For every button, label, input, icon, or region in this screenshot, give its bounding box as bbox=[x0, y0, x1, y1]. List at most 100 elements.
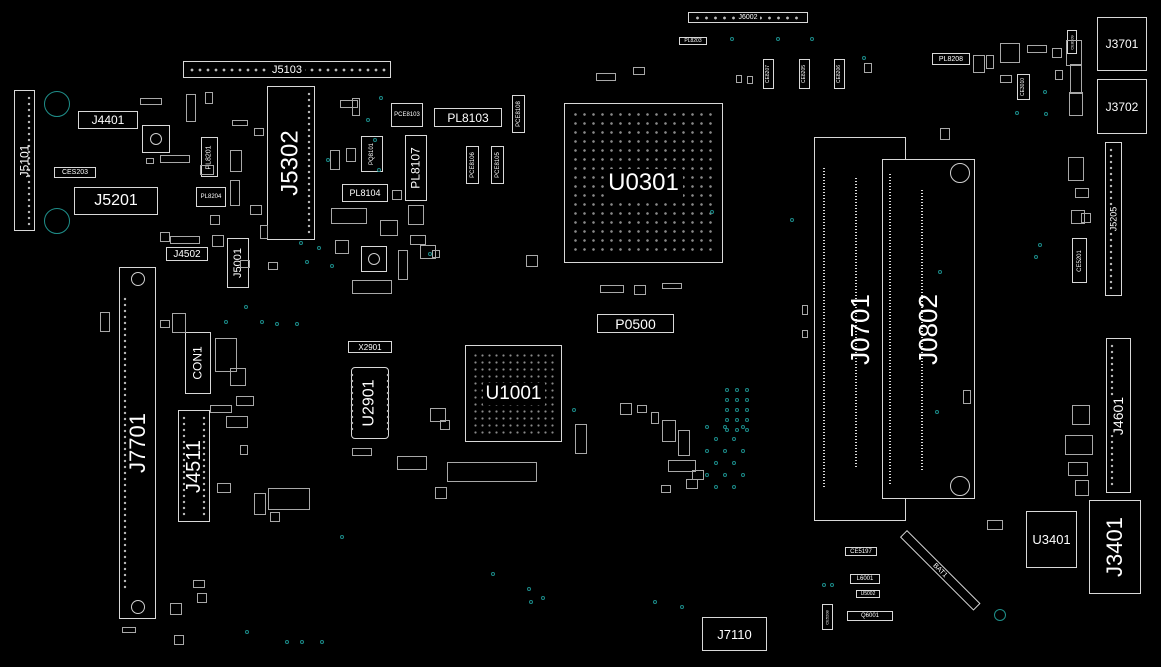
connector-p0500[interactable]: P0500 bbox=[597, 314, 674, 333]
connector-j4502[interactable]: J4502 bbox=[166, 247, 208, 261]
connector-j6002[interactable]: J6002 bbox=[688, 12, 808, 23]
inductor-pl8208[interactable]: PL8208 bbox=[932, 53, 970, 65]
smd-pad bbox=[1052, 48, 1062, 58]
connector-j4601[interactable]: J4601 bbox=[1106, 338, 1131, 493]
smd-pad bbox=[410, 235, 426, 245]
capacitor-ce5197[interactable]: CE5197 bbox=[845, 547, 877, 556]
capacitor-ce8205[interactable]: CE8205 bbox=[799, 59, 810, 89]
smd-pad bbox=[1070, 64, 1082, 94]
memory-slot-j0802[interactable]: J0802 bbox=[882, 159, 975, 499]
connector-j5001[interactable]: J5001 bbox=[227, 238, 249, 288]
transistor-q6001[interactable]: Q6001 bbox=[847, 611, 893, 621]
connector-j7701[interactable]: J7701 bbox=[119, 267, 156, 619]
chip-u3401[interactable]: U3401 bbox=[1026, 511, 1077, 568]
capacitor-pce8103[interactable]: PCE8103 bbox=[391, 103, 423, 127]
chip-u5002[interactable]: U5002 bbox=[856, 590, 880, 598]
smd-pad bbox=[340, 100, 358, 108]
via bbox=[653, 600, 657, 604]
via bbox=[373, 138, 377, 142]
via bbox=[1043, 90, 1047, 94]
capacitor-pce8108[interactable]: PCE8108 bbox=[512, 95, 525, 133]
connector-j5205[interactable]: J5205 bbox=[1105, 142, 1122, 296]
via bbox=[572, 408, 576, 412]
smd-pad bbox=[432, 250, 440, 258]
smd-pad bbox=[160, 155, 190, 163]
via bbox=[725, 398, 729, 402]
inductor-pl8107[interactable]: PL8107 bbox=[405, 135, 427, 201]
small-label-pl8203[interactable]: PL8203 bbox=[679, 37, 707, 45]
via bbox=[745, 428, 749, 432]
capacitor-pce8106[interactable]: PCE8106 bbox=[466, 146, 479, 184]
via bbox=[735, 428, 739, 432]
capacitor-ce8206[interactable]: CE8206 bbox=[834, 59, 845, 89]
via bbox=[1038, 243, 1042, 247]
connector-j7110[interactable]: J7110 bbox=[702, 617, 767, 651]
via bbox=[705, 425, 709, 429]
smd-pad bbox=[1069, 92, 1083, 116]
inductor-pl8204[interactable]: PL8204 bbox=[196, 187, 226, 207]
transistor-pq8101[interactable]: PQ8101 bbox=[361, 136, 383, 172]
capacitor-ces203[interactable]: CES203 bbox=[54, 167, 96, 178]
smd-pad bbox=[205, 92, 213, 104]
capacitor-ce5208[interactable]: CE5208 bbox=[822, 604, 833, 630]
smd-pad bbox=[230, 180, 240, 206]
capacitor-ce8209[interactable]: CE8209 bbox=[1067, 30, 1077, 54]
connector-j5302[interactable]: J5302 bbox=[267, 86, 315, 240]
switch-component[interactable] bbox=[142, 125, 170, 153]
via bbox=[300, 640, 304, 644]
smd-pad bbox=[1075, 480, 1089, 496]
connector-j4401[interactable]: J4401 bbox=[78, 111, 138, 129]
crystal-x2901[interactable]: X2901 bbox=[348, 341, 392, 353]
via bbox=[330, 264, 334, 268]
connector-con1[interactable]: CON1 bbox=[185, 332, 211, 394]
connector-j5101[interactable]: J5101 bbox=[14, 90, 35, 231]
smd-pad bbox=[170, 603, 182, 615]
smd-pad bbox=[240, 445, 248, 455]
inductor-pl8104[interactable]: PL8104 bbox=[342, 184, 388, 202]
chip-u0301[interactable]: U0301 bbox=[564, 103, 723, 263]
connector-j3701[interactable]: J3701 bbox=[1097, 17, 1147, 71]
connector-j5201[interactable]: J5201 bbox=[74, 187, 158, 215]
smd-pad bbox=[270, 512, 280, 522]
capacitor-ce3010[interactable]: CE3010 bbox=[1017, 74, 1030, 100]
connector-j4511[interactable]: J4511 bbox=[178, 410, 210, 522]
inductor-l6001[interactable]: L6001 bbox=[850, 574, 880, 584]
square-ic-power[interactable] bbox=[361, 246, 387, 272]
smd-pad bbox=[236, 396, 254, 406]
smd-pad bbox=[331, 208, 367, 224]
connector-j3401[interactable]: J3401 bbox=[1089, 500, 1141, 594]
smd-pad bbox=[160, 232, 170, 242]
via bbox=[245, 630, 249, 634]
via bbox=[745, 408, 749, 412]
via bbox=[1034, 255, 1038, 259]
chip-u1001[interactable]: U1001 bbox=[465, 345, 562, 442]
via bbox=[723, 473, 727, 477]
smd-pad bbox=[232, 120, 248, 126]
inductor-pl8201[interactable]: PL8201 bbox=[201, 137, 218, 177]
smd-pad bbox=[146, 158, 154, 164]
via bbox=[745, 398, 749, 402]
battery-bat1[interactable]: BAT1 bbox=[899, 530, 981, 611]
smd-pad bbox=[736, 75, 742, 83]
via bbox=[285, 640, 289, 644]
capacitor-pce8105[interactable]: PCE8105 bbox=[491, 146, 504, 184]
smd-pad bbox=[600, 285, 624, 293]
via bbox=[735, 408, 739, 412]
smd-pad bbox=[1027, 45, 1047, 53]
connector-j5103[interactable]: J5103 bbox=[183, 61, 391, 78]
capacitor-ce5201[interactable]: CE5201 bbox=[1072, 238, 1087, 283]
chip-u2901[interactable]: U2901 bbox=[350, 367, 390, 439]
via bbox=[741, 449, 745, 453]
via bbox=[735, 388, 739, 392]
connector-j3702[interactable]: J3702 bbox=[1097, 79, 1147, 134]
via bbox=[541, 596, 545, 600]
smd-pad bbox=[634, 285, 646, 295]
via bbox=[714, 485, 718, 489]
smd-pad bbox=[254, 128, 264, 136]
capacitor-ce8207[interactable]: CE8207 bbox=[763, 59, 774, 89]
smd-pad bbox=[215, 338, 237, 372]
smd-pad bbox=[100, 312, 110, 332]
via bbox=[745, 388, 749, 392]
smd-pad bbox=[230, 150, 242, 172]
inductor-pl8103[interactable]: PL8103 bbox=[434, 108, 502, 127]
